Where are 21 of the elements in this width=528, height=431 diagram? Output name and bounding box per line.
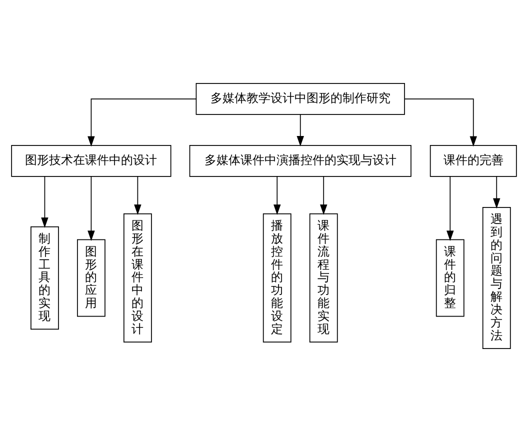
- arrow: [296, 114, 304, 146]
- node-box: 课件的完善: [430, 144, 517, 176]
- node-box: 多媒体课件中演播控件的实现与设计: [189, 144, 412, 176]
- node-box: 图形技术在课件中的设计: [11, 144, 172, 176]
- arrow: [493, 176, 500, 208]
- arrow: [88, 98, 197, 146]
- node-box: 制作工具的实现: [30, 226, 59, 330]
- node-box: 课件的归整: [436, 238, 464, 316]
- node-box: 多媒体教学设计中图形的制作研究: [196, 82, 405, 114]
- node-box: 图形的应用: [77, 238, 106, 316]
- node-box: 播放控件的功能设定: [262, 212, 292, 342]
- node-box: 图形在课件中的设计: [123, 212, 152, 342]
- arrow: [88, 176, 95, 240]
- arrow: [41, 176, 48, 228]
- arrow: [134, 176, 142, 214]
- node-box: 课件流程与功能实现: [309, 212, 338, 342]
- arrow: [446, 176, 454, 240]
- arrow: [404, 98, 477, 146]
- arrow: [320, 176, 328, 214]
- arrow: [274, 176, 281, 214]
- node-box: 遇到的问题与解决方法: [482, 206, 511, 348]
